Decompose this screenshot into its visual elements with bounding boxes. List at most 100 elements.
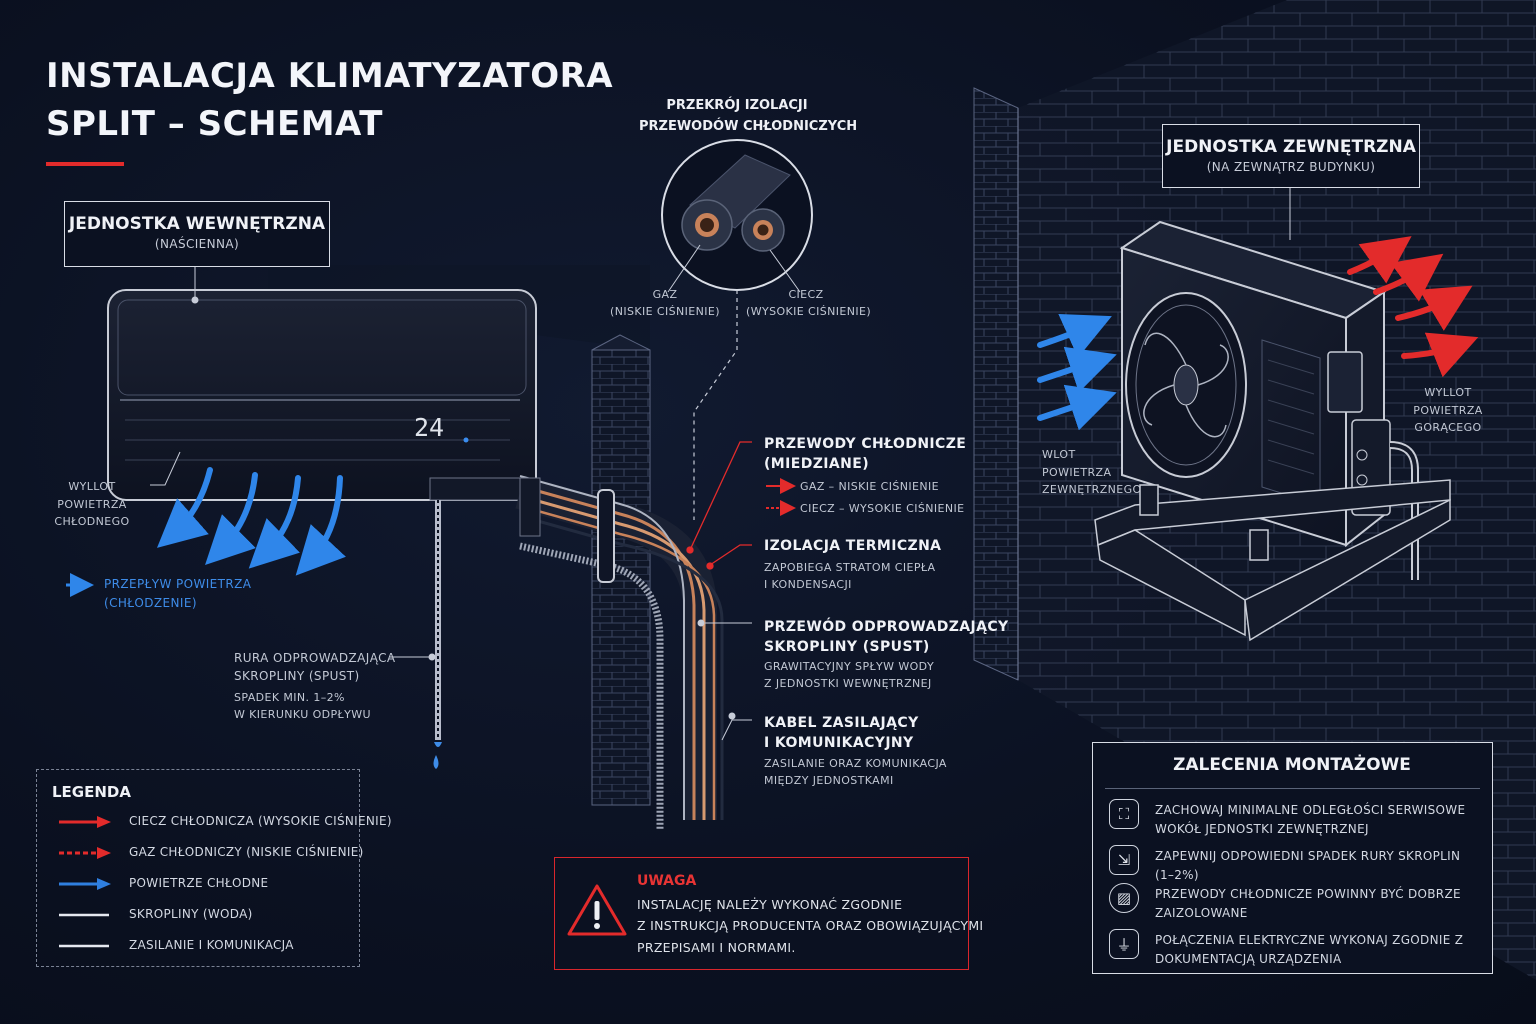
legend-box: LEGENDA CIECZ CHŁODNICZA (WYSOKIE CIŚNIE… <box>36 769 392 967</box>
recommendations-box: ZALECENIA MONTAŻOWE ⛶ ZACHOWAJ MINIMALNE… <box>1092 742 1493 974</box>
callout-insulation-desc: ZAPOBIEGA STRATOM CIEPŁA I KONDENSACJI <box>764 560 935 593</box>
slope-icon: ⇲ <box>1109 845 1139 875</box>
inlet-line3: ZEWNĘTRZNEGO <box>1042 483 1142 497</box>
warning-line2: Z INSTRUKCJĄ PRODUCENTA ORAZ OBOWIĄZUJĄC… <box>637 918 984 934</box>
pipe-bundle <box>515 475 724 830</box>
drain-slope-line1: SPADEK MIN. 1–2% <box>234 691 345 704</box>
inlet-line1: WLOT <box>1042 448 1076 461</box>
recommendation-text: ZAPEWNIJ ODPOWIEDNI SPADEK RURY SKROPLIN… <box>1155 849 1461 882</box>
airflow-label: PRZEPŁYW POWIETRZA (CHŁODZENIE) <box>104 575 251 612</box>
legend-item-label: ZASILANIE I KOMUNIKACJA <box>129 938 294 952</box>
cross-section-title-line1: PRZEKRÓJ IZOLACJI <box>666 98 808 113</box>
cross-section-liquid-sub: (WYSOKIE CIŚNIENIE) <box>746 304 872 318</box>
title-underline <box>46 162 124 166</box>
clearance-icon: ⛶ <box>1109 799 1139 829</box>
callout-copper-title: PRZEWODY CHŁODNICZE (MIEDZIANE) <box>764 434 966 475</box>
callout-drain-desc-line2: Z JEDNOSTKI WEWNĘTRZNEJ <box>764 676 932 690</box>
hot-outlet-line3: GORĄCEGO <box>1414 421 1482 435</box>
inlet-line2: POWIETRZA <box>1042 465 1112 479</box>
callout-cable-title-line1: KABEL ZASILAJĄCY <box>764 715 919 731</box>
drain-pipe-line1: RURA ODPROWADZAJĄCA <box>234 651 396 665</box>
indoor-unit-subtitle: (NAŚCIENNA) <box>154 237 240 251</box>
cold-outlet-label: WYLLOT POWIETRZA CHŁODNEGO <box>46 478 138 531</box>
page-title: INSTALACJA KLIMATYZATORA SPLIT – SCHEMAT <box>46 52 613 149</box>
drain-pipe-label: RURA ODPROWADZAJĄCA SKROPLINY (SPUST) <box>234 649 396 685</box>
cross-section-title-line2: PRZEWODÓW CHŁODNICZYCH <box>639 118 858 134</box>
drain-pipe-line2: SKROPLINY (SPUST) <box>234 669 360 683</box>
page-title-line2: SPLIT – SCHEMAT <box>46 104 383 145</box>
indoor-unit-title: JEDNOSTKA WEWNĘTRZNA <box>68 214 326 234</box>
callout-insulation-desc-line1: ZAPOBIEGA STRATOM CIEPŁA <box>764 561 936 574</box>
hot-outlet-label: WYLLOT POWIETRZA GORĄCEGO <box>1408 384 1488 437</box>
legend-swatch <box>59 944 109 948</box>
legend-title: LEGENDA <box>52 783 131 801</box>
outdoor-unit-title-box: JEDNOSTKA ZEWNĘTRZNA (NA ZEWNĄTRZ BUDYNK… <box>1162 124 1420 188</box>
legend-swatch <box>59 878 111 890</box>
hot-outlet-line1: WYLLOT <box>1424 386 1472 399</box>
recommendations-title: ZALECENIA MONTAŻOWE <box>1173 755 1411 775</box>
legend-item-label: SKROPLINY (WODA) <box>129 907 253 921</box>
callout-cable-desc: ZASILANIE ORAZ KOMUNIKACJA MIĘDZY JEDNOS… <box>764 756 947 789</box>
warning-text: INSTALACJĘ NALEŻY WYKONAĆ ZGODNIE Z INST… <box>637 894 983 958</box>
hot-air-arrows <box>1347 236 1479 378</box>
callout-copper-title-line1: PRZEWODY CHŁODNICZE <box>764 436 967 452</box>
legend-swatch <box>59 913 109 917</box>
callout-drain-title-line1: PRZEWÓD ODPROWADZAJĄCY <box>764 619 1009 635</box>
callout-cable-desc-line2: MIĘDZY JEDNOSTKAMI <box>764 773 894 787</box>
cross-section-title: PRZEKRÓJ IZOLACJI PRZEWODÓW CHŁODNICZYCH <box>639 96 858 138</box>
callout-cable-title: KABEL ZASILAJĄCY I KOMUNIKACYJNY <box>764 713 919 754</box>
recommendation-text: POŁĄCZENIA ELEKTRYCZNE WYKONAJ ZGODNIE Z… <box>1155 933 1464 966</box>
cold-air-arrows <box>156 467 346 576</box>
cross-section-illustration <box>661 139 813 520</box>
legend-item-label: CIECZ CHŁODNICZA (WYSOKIE CIŚNIENIE) <box>129 814 392 828</box>
inlet-air-arrows <box>1037 313 1117 431</box>
warning-line1: INSTALACJĘ NALEŻY WYKONAĆ ZGODNIE <box>637 897 903 912</box>
callout-drain-title-line2: SKROPLINY (SPUST) <box>764 639 930 656</box>
indoor-unit-body <box>107 289 537 769</box>
plug-icon: ⏚ <box>1109 929 1139 959</box>
cross-section-gas-sub: (NISKIE CIŚNIENIE) <box>610 304 720 318</box>
indoor-unit-title-box: JEDNOSTKA WEWNĘTRZNA (NAŚCIENNA) <box>64 201 330 267</box>
inlet-label: WLOT POWIETRZA ZEWNĘTRZNEGO <box>1042 446 1142 499</box>
outdoor-bracket <box>1094 479 1451 642</box>
warning-title: UWAGA <box>637 873 697 889</box>
legend-item-label: GAZ CHŁODNICZY (NISKIE CIŚNIENIE) <box>129 845 364 859</box>
cold-outlet-line1: WYLLOT <box>68 480 116 493</box>
callout-copper-title-line2: (MIEDZIANE) <box>764 456 869 473</box>
airflow-line1: PRZEPŁYW POWIETRZA <box>104 577 252 591</box>
legend-item-label: POWIETRZE CHŁODNE <box>129 876 269 890</box>
indoor-unit-display: 24 <box>414 413 445 442</box>
cold-outlet-line3: CHŁODNEGO <box>54 515 130 529</box>
callout-drain-desc-line1: GRAWITACYJNY SPŁYW WODY <box>764 660 935 673</box>
legend-swatch <box>59 847 111 859</box>
recommendations-divider <box>1105 788 1480 789</box>
outdoor-unit-title: JEDNOSTKA ZEWNĘTRZNA <box>1166 137 1416 157</box>
hot-outlet-line2: POWIETRZA <box>1413 403 1483 417</box>
callout-drain-desc: GRAWITACYJNY SPŁYW WODY Z JEDNOSTKI WEWN… <box>764 659 934 692</box>
callout-insulation-desc-line2: I KONDENSACJI <box>764 577 852 591</box>
cross-section-gas-label: GAZ (NISKIE CIŚNIENIE) <box>610 287 720 320</box>
drain-slope-label: SPADEK MIN. 1–2% W KIERUNKU ODPŁYWU <box>234 690 371 723</box>
callout-copper-gas: GAZ – NISKIE CIŚNIENIE <box>800 480 939 493</box>
warning-icon <box>567 884 627 936</box>
outdoor-unit-subtitle: (NA ZEWNĄTRZ BUDYNKU) <box>1206 160 1376 174</box>
cold-outlet-line2: POWIETRZA <box>57 497 127 511</box>
cross-section-liquid-label: CIECZ (WYSOKIE CIŚNIENIE) <box>746 287 872 320</box>
red-leader-lines <box>686 441 752 570</box>
drain-slope-line2: W KIERUNKU ODPŁYWU <box>234 707 371 721</box>
cross-section-gas: GAZ <box>652 288 678 301</box>
callout-cable-desc-line1: ZASILANIE ORAZ KOMUNIKACJA <box>764 757 947 770</box>
leader-lines <box>150 188 1291 741</box>
cross-section-liquid: CIECZ <box>788 288 824 301</box>
warning-line3: PRZEPISAMI I NORMAMI. <box>637 939 796 955</box>
callout-drain-title: PRZEWÓD ODPROWADZAJĄCY SKROPLINY (SPUST) <box>764 617 1009 658</box>
outdoor-unit-body <box>1119 220 1419 580</box>
callout-copper-liquid: CIECZ – WYSOKIE CIŚNIENIE <box>800 502 965 515</box>
recommendation-text: PRZEWODY CHŁODNICZE POWINNY BYĆ DOBRZE Z… <box>1155 887 1461 920</box>
callout-insulation-title: IZOLACJA TERMICZNA <box>764 538 942 554</box>
airflow-line2: (CHŁODZENIE) <box>104 595 197 610</box>
page-title-line1: INSTALACJA KLIMATYZATORA <box>46 56 614 96</box>
insulation-icon: ▨ <box>1109 883 1139 913</box>
